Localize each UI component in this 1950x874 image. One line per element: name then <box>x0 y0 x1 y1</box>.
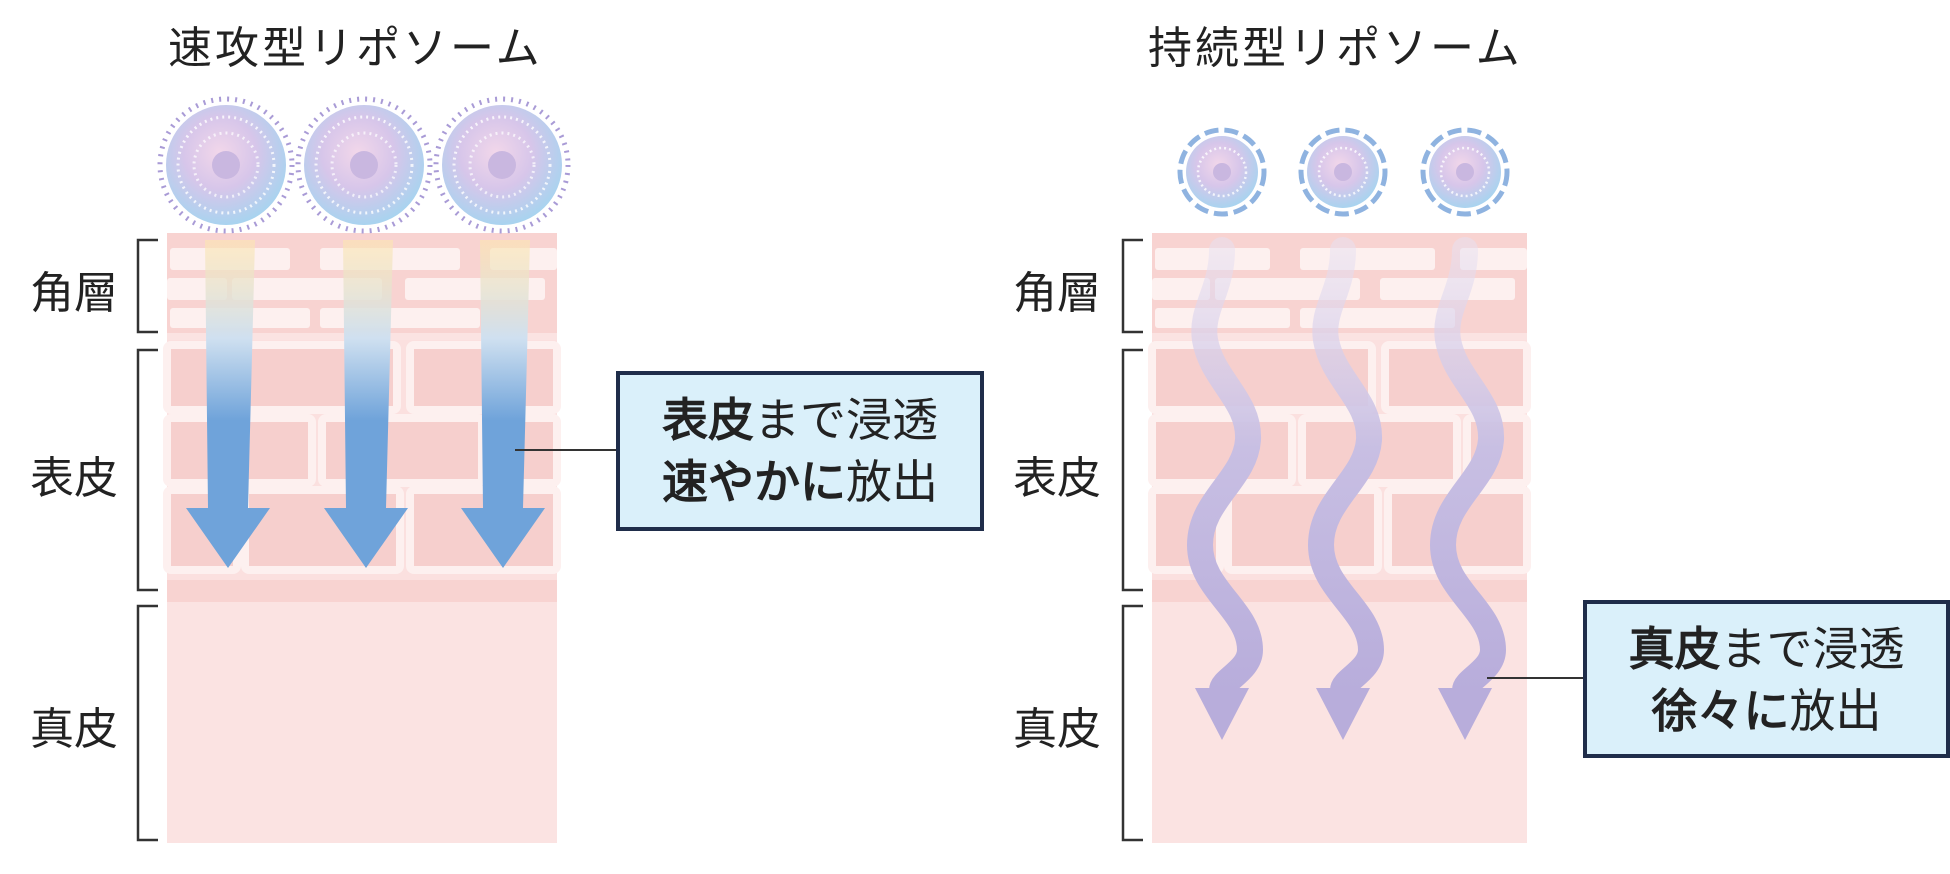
sustained-liposome-1 <box>1177 127 1267 217</box>
wavy-arrowhead-1 <box>1195 688 1249 740</box>
left-callout-box: 表皮まで浸透 速やかに放出 <box>616 371 984 531</box>
right-arrows <box>1186 237 1507 703</box>
left-callout-line2-rest: 放出 <box>846 455 938 509</box>
left-callout-line-1: 表皮まで浸透 <box>620 389 980 451</box>
fast-liposome-3 <box>433 96 571 234</box>
fast-liposome-1 <box>157 96 295 234</box>
blue-arrow-3 <box>461 240 545 568</box>
right-callout-line1-bold: 真皮 <box>1628 622 1721 676</box>
sustained-liposome-3 <box>1420 127 1510 217</box>
left-callout-line1-bold: 表皮 <box>662 393 754 447</box>
right-callout-box: 真皮まで浸透 徐々に放出 <box>1583 600 1950 758</box>
right-brackets <box>1121 238 1143 842</box>
left-liposomes <box>157 96 571 234</box>
left-callout-line2-bold: 速やかに <box>662 455 846 509</box>
left-callout-line-2: 速やかに放出 <box>620 451 980 513</box>
right-label-epidermis: 表皮 <box>1013 453 1101 504</box>
left-panel-title: 速攻型リポソーム <box>168 23 543 74</box>
right-callout-line2-rest: 放出 <box>1789 684 1882 738</box>
right-panel-title: 持続型リポソーム <box>1148 23 1523 74</box>
right-callout-line-1: 真皮まで浸透 <box>1587 618 1946 680</box>
left-brackets <box>136 238 158 842</box>
right-liposomes <box>1177 127 1510 217</box>
blue-arrow-1 <box>186 240 270 568</box>
wavy-arrow-1 <box>1186 237 1264 703</box>
wavy-arrow-3 <box>1429 237 1507 703</box>
wavy-arrow-2 <box>1307 237 1385 703</box>
left-arrows <box>186 240 545 568</box>
left-label-epidermis: 表皮 <box>30 453 118 504</box>
wavy-arrowhead-3 <box>1438 688 1492 740</box>
left-callout-line1-rest: まで浸透 <box>754 393 938 447</box>
right-callout-line2-bold: 徐々に <box>1651 684 1790 738</box>
right-arrowheads <box>1195 688 1492 740</box>
right-label-horny-layer: 角層 <box>1013 268 1101 319</box>
right-callout-line-2: 徐々に放出 <box>1587 680 1946 742</box>
sustained-liposome-2 <box>1298 127 1388 217</box>
right-callout-line1-rest: まで浸透 <box>1720 622 1905 676</box>
left-label-dermis: 真皮 <box>30 704 118 755</box>
left-label-horny-layer: 角層 <box>30 268 118 319</box>
right-label-dermis: 真皮 <box>1013 704 1101 755</box>
blue-arrow-2 <box>324 240 408 568</box>
fast-liposome-2 <box>295 96 433 234</box>
wavy-arrowhead-2 <box>1316 688 1370 740</box>
